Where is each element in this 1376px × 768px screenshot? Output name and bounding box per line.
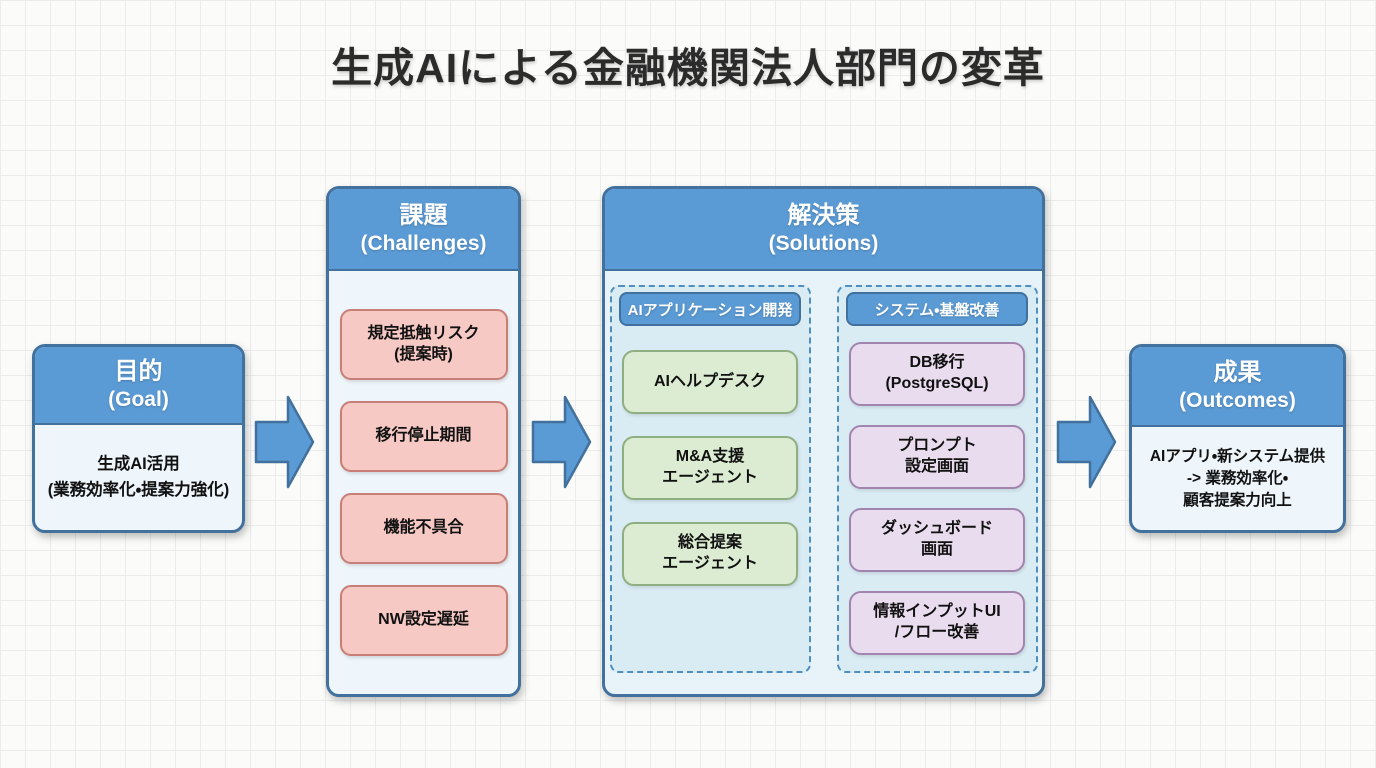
solution-column-ai-apps-badge: AIアプリケーション開発 <box>619 292 801 326</box>
solutions-title-ja: 解決策 <box>787 201 860 229</box>
solution-columns: AIアプリケーション開発 AIヘルプデスク M&A支援 エージェント 総合提案 … <box>605 271 1042 694</box>
solution-column-system: システム・基盤改善 DB移行 (PostgreSQL) プロンプト 設定画面 ダ… <box>836 285 1038 673</box>
solution-item: AIヘルプデスク <box>622 350 798 414</box>
goal-title-en: (Goal) <box>108 387 169 411</box>
flow-arrow-right-icon <box>1056 395 1117 489</box>
solutions-header: 解決策 (Solutions) <box>605 189 1042 271</box>
solution-item: プロンプト 設定画面 <box>849 425 1025 489</box>
challenges-title-en: (Challenges) <box>360 231 487 255</box>
outcomes-title-en: (Outcomes) <box>1179 388 1296 412</box>
challenge-list: 規定抵触リスク (提案時) 移行停止期間 機能不具合 NW設定遅延 <box>329 271 518 694</box>
challenges-header: 課題 (Challenges) <box>329 189 518 271</box>
solution-item: 情報インプットUI /フロー改善 <box>849 591 1025 655</box>
outcomes-title-ja: 成果 <box>1213 358 1262 386</box>
solution-item: ダッシュボード 画面 <box>849 508 1025 572</box>
challenges-box: 課題 (Challenges) 規定抵触リスク (提案時) 移行停止期間 機能不… <box>326 186 521 697</box>
solution-item: 総合提案 エージェント <box>622 522 798 586</box>
outcomes-body-text: AIアプリ・新システム提供 -> 業務効率化・ 顧客提案力向上 <box>1149 447 1326 509</box>
goal-title-ja: 目的 <box>114 357 163 385</box>
flow-arrow-right-icon <box>531 395 592 489</box>
goal-header: 目的 (Goal) <box>35 347 242 425</box>
challenges-title-ja: 課題 <box>399 201 448 229</box>
flow-arrow-right-icon <box>254 395 315 489</box>
solutions-box: 解決策 (Solutions) AIアプリケーション開発 AIヘルプデスク M&… <box>602 186 1045 697</box>
challenge-item: 規定抵触リスク (提案時) <box>339 309 508 380</box>
goal-body-text: 生成AI活用 (業務効率化・提案力強化) <box>47 454 230 499</box>
solution-item: DB移行 (PostgreSQL) <box>849 342 1025 406</box>
goal-box: 目的 (Goal) 生成AI活用 (業務効率化・提案力強化) <box>32 344 245 533</box>
challenge-item: 機能不具合 <box>339 493 508 564</box>
outcomes-header: 成果 (Outcomes) <box>1132 347 1343 427</box>
solution-column-system-badge: システム・基盤改善 <box>846 292 1028 326</box>
challenge-item: 移行停止期間 <box>339 401 508 472</box>
outcomes-box: 成果 (Outcomes) AIアプリ・新システム提供 -> 業務効率化・ 顧客… <box>1129 344 1346 533</box>
solutions-title-en: (Solutions) <box>768 231 879 255</box>
solution-column-ai-apps: AIアプリケーション開発 AIヘルプデスク M&A支援 エージェント 総合提案 … <box>609 285 811 673</box>
solution-item: M&A支援 エージェント <box>622 436 798 500</box>
diagram-title: 生成AIによる金融機関法人部門の変革 <box>331 45 1045 91</box>
challenge-item: NW設定遅延 <box>339 585 508 656</box>
